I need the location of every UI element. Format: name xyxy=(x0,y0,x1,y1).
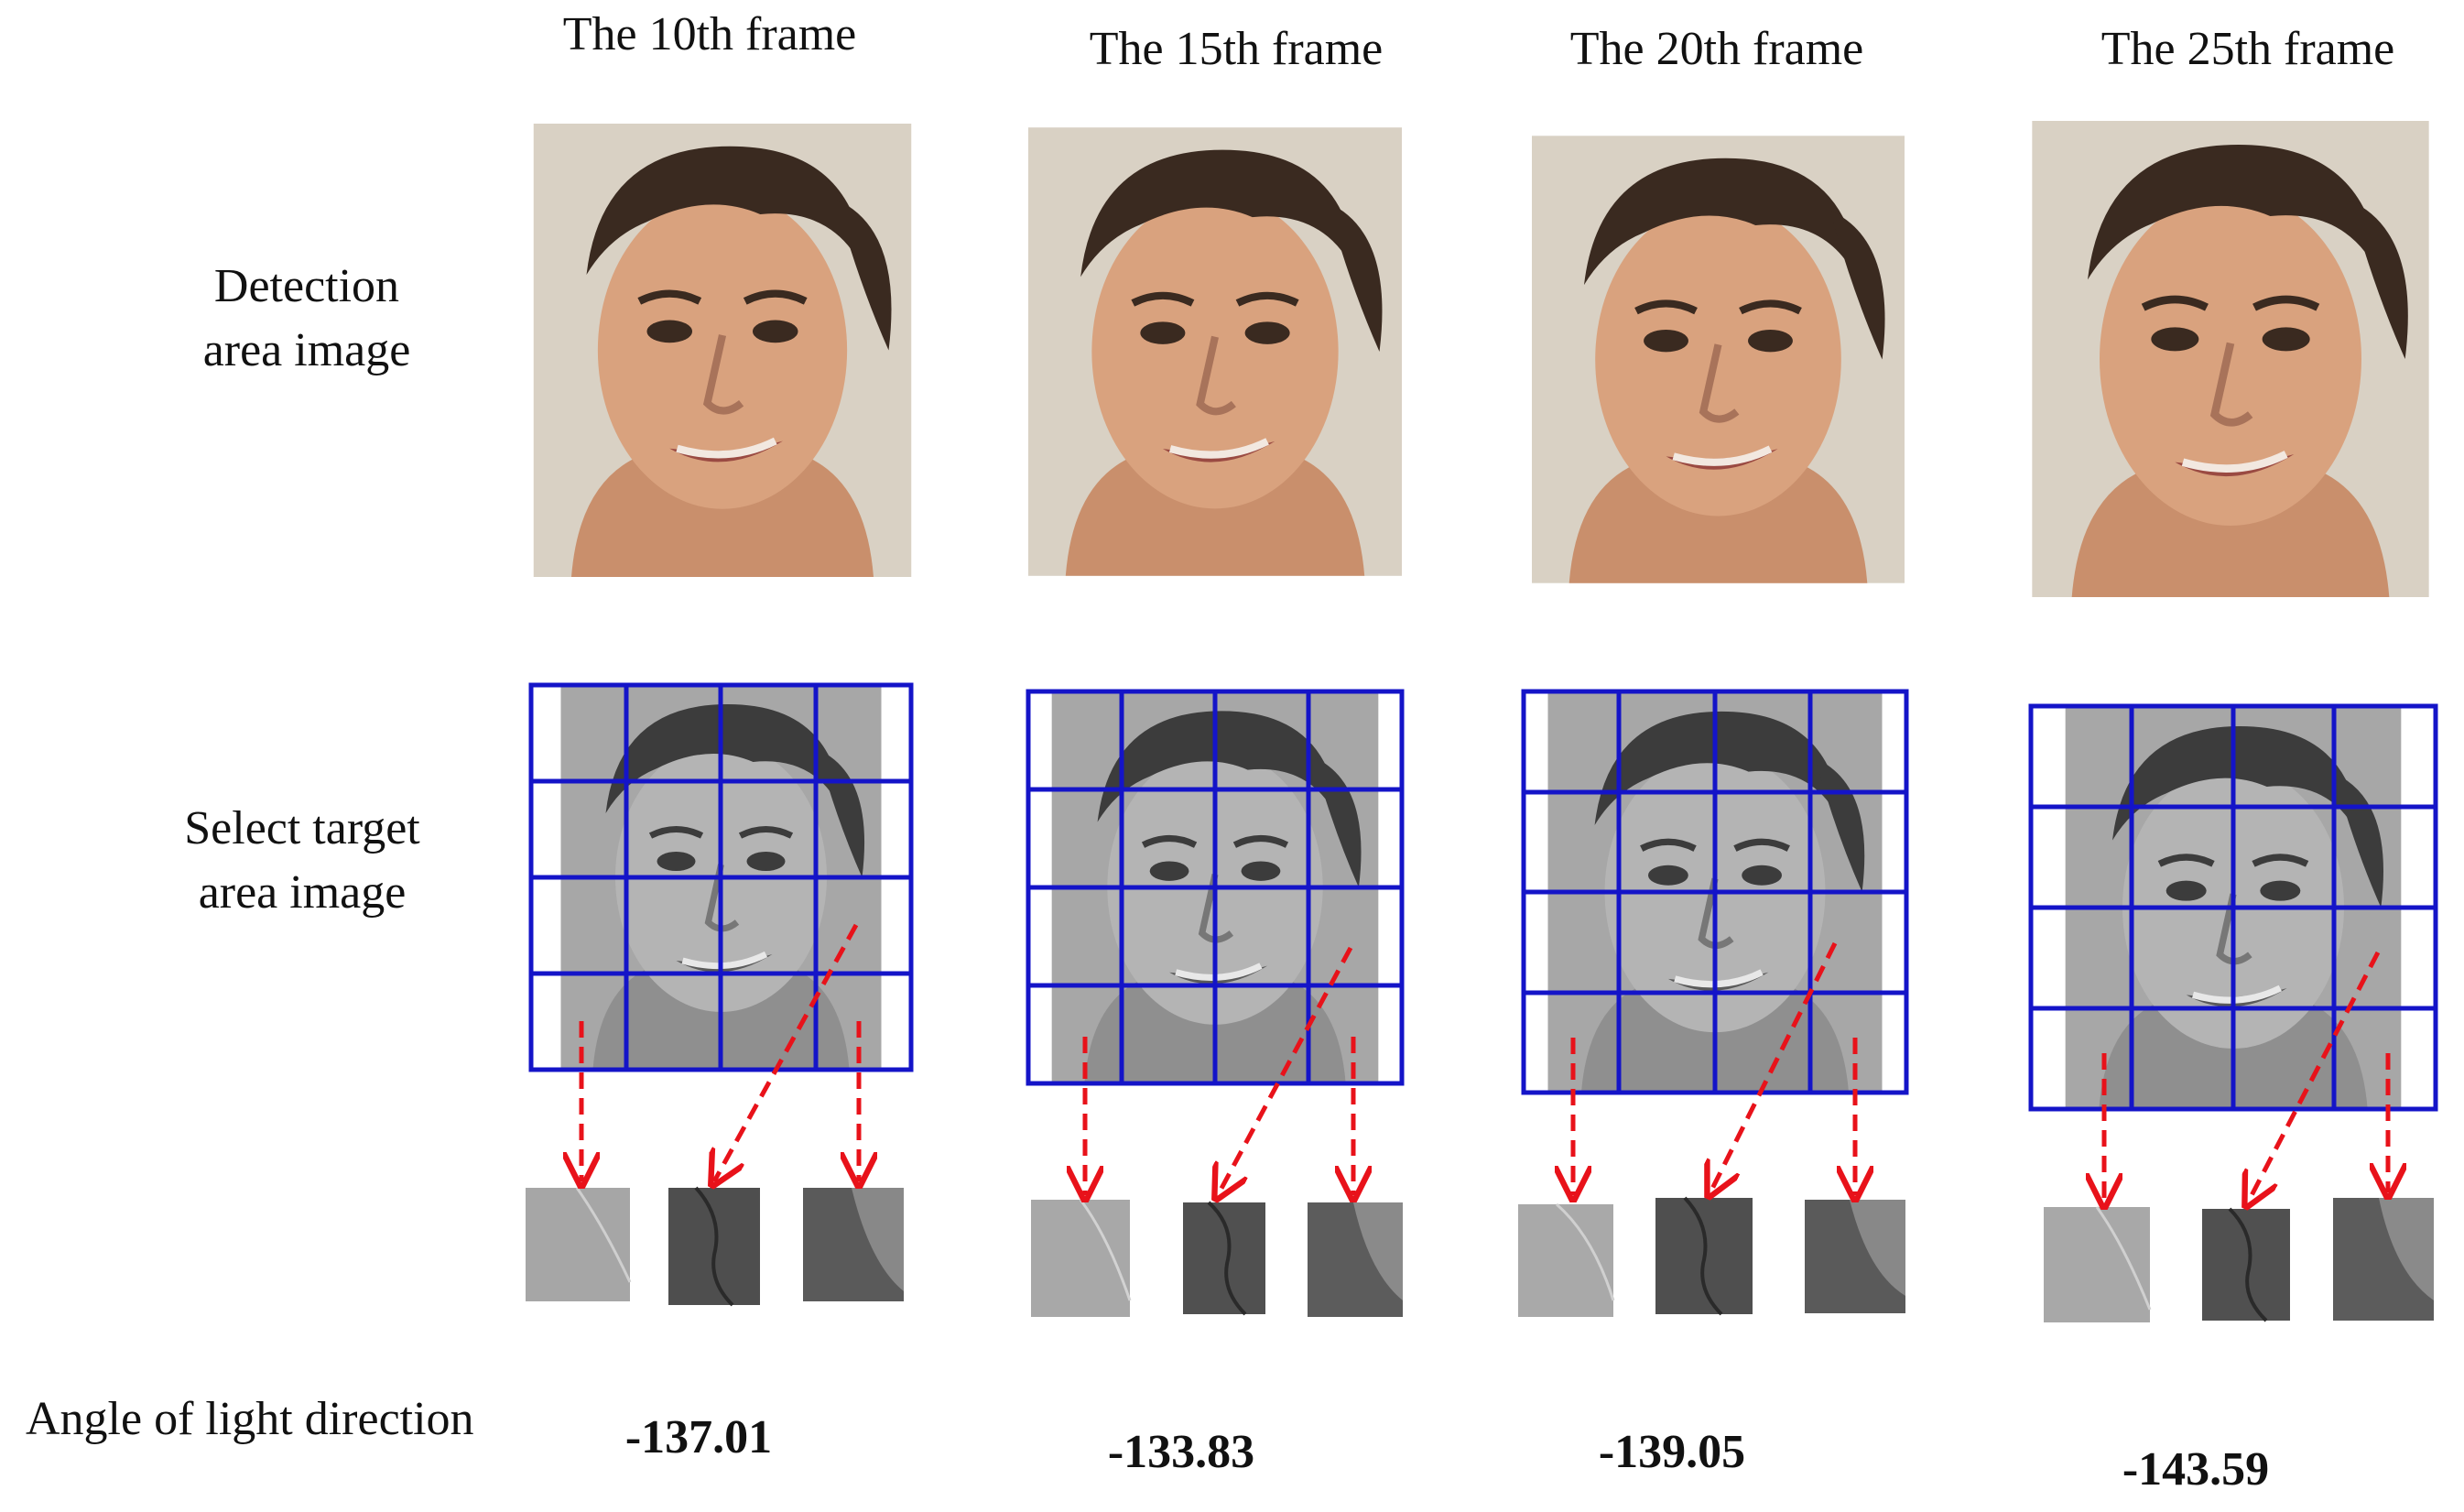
target-grid-20 xyxy=(1521,689,1909,1095)
patches-15 xyxy=(1031,1199,1403,1317)
detection-image-20 xyxy=(1532,136,1905,582)
target-grid-15 xyxy=(1026,689,1405,1086)
target-grid-10 xyxy=(528,682,914,1072)
target-row-label: Select target area image xyxy=(184,797,420,925)
frame-title-15: The 15th frame xyxy=(1089,23,1384,75)
angle-value-15: -133.83 xyxy=(1107,1426,1255,1478)
detection-label-line1: Detection xyxy=(213,260,400,312)
target-label-line1: Select target xyxy=(184,802,420,854)
angle-row-label: Angle of light direction xyxy=(26,1393,474,1445)
patches-10 xyxy=(526,1186,904,1307)
arrow-icon xyxy=(1218,946,1353,1195)
detection-row-label: Detection area image xyxy=(203,255,411,383)
detection-image-15 xyxy=(1028,127,1402,576)
frame-title-20: The 20th frame xyxy=(1569,23,1864,75)
patches-25 xyxy=(2044,1198,2434,1322)
detection-label-line2: area image xyxy=(202,324,411,376)
angle-value-10: -137.01 xyxy=(624,1411,773,1463)
patches-20 xyxy=(1518,1196,1905,1317)
frame-title-25: The 25th frame xyxy=(2100,23,2395,75)
arrows xyxy=(581,923,2388,1202)
angle-value-25: -143.59 xyxy=(2122,1443,2270,1496)
frame-title-10: The 10th frame xyxy=(562,8,857,60)
angle-value-20: -139.05 xyxy=(1598,1426,1746,1478)
arrow-icon xyxy=(2248,951,2381,1202)
detection-image-25 xyxy=(2032,121,2428,597)
target-grid-25 xyxy=(2028,703,2438,1112)
detection-image-10 xyxy=(534,124,912,577)
arrow-icon xyxy=(714,923,859,1181)
target-label-line2: area image xyxy=(198,866,407,919)
arrow-icon xyxy=(1710,941,1838,1192)
